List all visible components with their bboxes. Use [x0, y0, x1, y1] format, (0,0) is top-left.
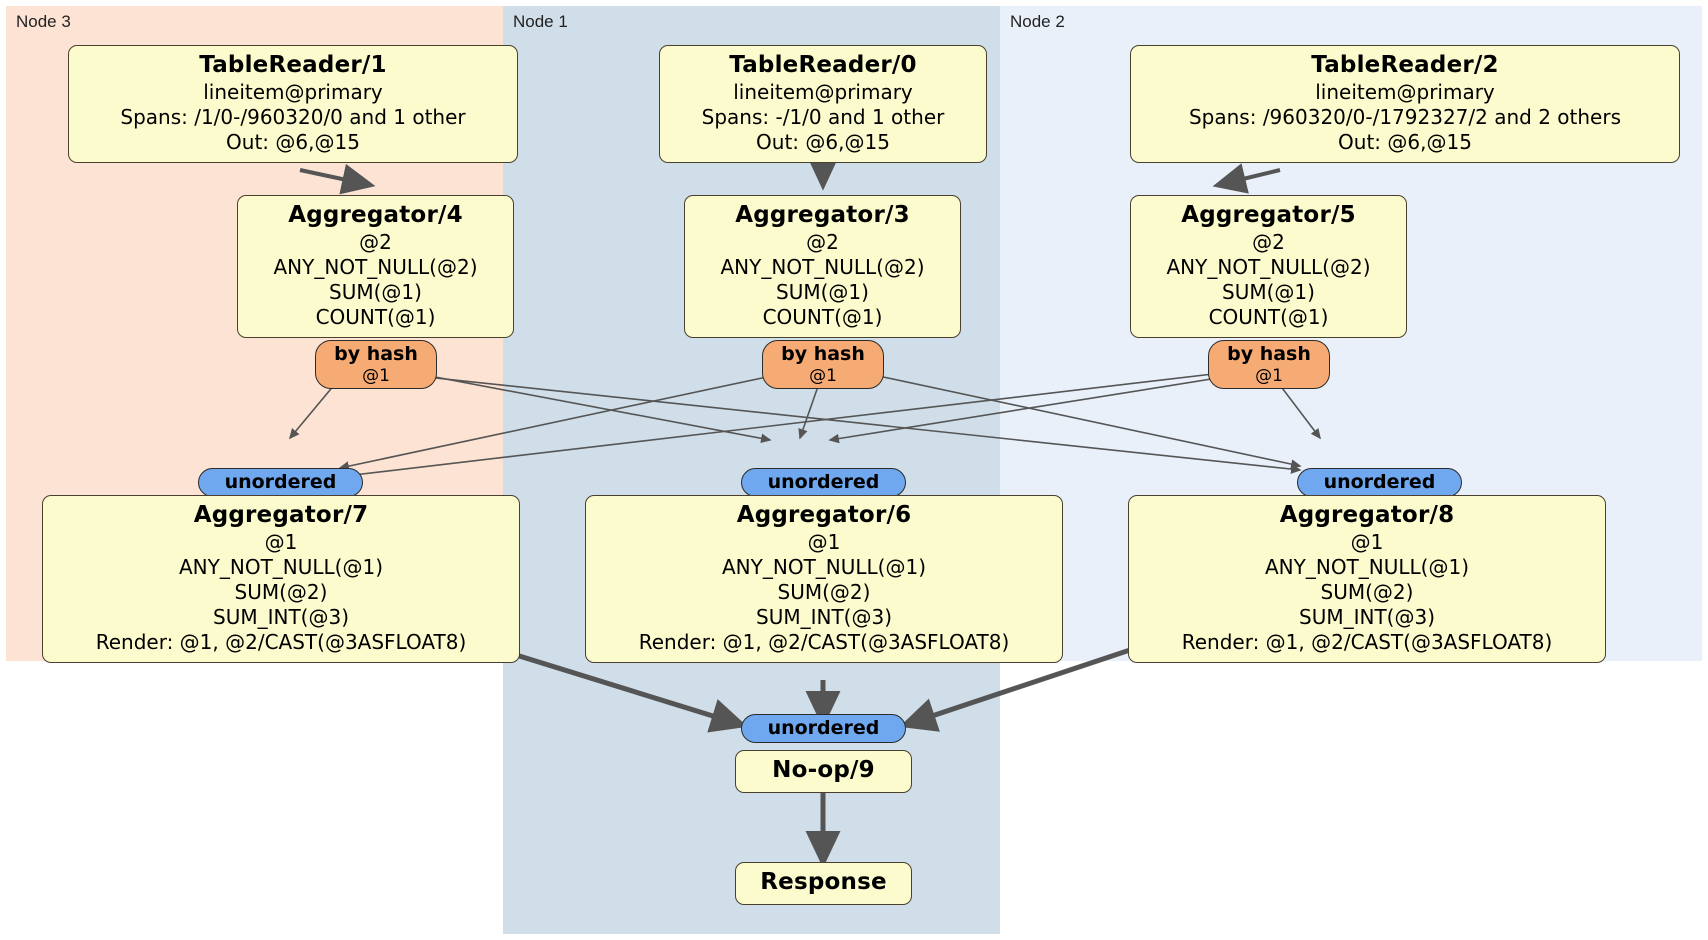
- processor-line: SUM_INT(@3): [1299, 605, 1435, 629]
- processor-line: Spans: /960320/0-/1792327/2 and 2 others: [1188, 105, 1621, 129]
- processor-line: Render: @1, @2/CAST(@3ASFLOAT8): [638, 630, 1010, 654]
- synchronizer-kind: unordered: [767, 471, 880, 493]
- processor-line: @2: [806, 230, 839, 254]
- synchronizer-kind: unordered: [1323, 471, 1436, 493]
- processor-line: SUM_INT(@3): [756, 605, 892, 629]
- router-by-hash-center[interactable]: by hash @1: [762, 340, 884, 389]
- processor-aggregator-3[interactable]: Aggregator/3 @2 ANY_NOT_NULL(@2) SUM(@1)…: [684, 195, 961, 338]
- processor-table-reader-1[interactable]: TableReader/1 lineitem@primary Spans: /1…: [68, 45, 518, 163]
- router-key: @1: [809, 366, 837, 386]
- node-label-node3: Node 3: [16, 12, 71, 31]
- processor-aggregator-4[interactable]: Aggregator/4 @2 ANY_NOT_NULL(@2) SUM(@1)…: [237, 195, 514, 338]
- synchronizer-unordered-center[interactable]: unordered: [741, 468, 906, 497]
- processor-title: Aggregator/5: [1181, 202, 1356, 228]
- processor-aggregator-7[interactable]: Aggregator/7 @1 ANY_NOT_NULL(@1) SUM(@2)…: [42, 495, 520, 663]
- processor-line: SUM_INT(@3): [213, 605, 349, 629]
- processor-title: No-op/9: [772, 757, 875, 783]
- synchronizer-unordered-left[interactable]: unordered: [198, 468, 363, 497]
- processor-response[interactable]: Response: [735, 862, 912, 905]
- router-kind: by hash: [334, 343, 418, 365]
- processor-line: Out: @6,@15: [756, 130, 890, 154]
- processor-line: ANY_NOT_NULL(@2): [720, 255, 925, 279]
- processor-line: SUM(@2): [234, 580, 328, 604]
- processor-line: SUM(@2): [777, 580, 871, 604]
- node-label-node2: Node 2: [1010, 12, 1065, 31]
- processor-line: SUM(@2): [1320, 580, 1414, 604]
- processor-line: lineitem@primary: [203, 80, 383, 104]
- processor-aggregator-8[interactable]: Aggregator/8 @1 ANY_NOT_NULL(@1) SUM(@2)…: [1128, 495, 1606, 663]
- processor-aggregator-5[interactable]: Aggregator/5 @2 ANY_NOT_NULL(@2) SUM(@1)…: [1130, 195, 1407, 338]
- processor-title: Aggregator/4: [288, 202, 463, 228]
- processor-title: Aggregator/7: [193, 502, 369, 528]
- processor-title: TableReader/0: [729, 52, 917, 78]
- processor-line: COUNT(@1): [762, 305, 883, 329]
- processor-title: TableReader/1: [199, 52, 387, 78]
- router-key: @1: [362, 366, 390, 386]
- synchronizer-unordered-right[interactable]: unordered: [1297, 468, 1462, 497]
- processor-line: Out: @6,@15: [226, 130, 360, 154]
- synchronizer-kind: unordered: [224, 471, 337, 493]
- processor-line: ANY_NOT_NULL(@2): [1166, 255, 1371, 279]
- processor-line: @2: [1252, 230, 1285, 254]
- synchronizer-unordered-final[interactable]: unordered: [741, 714, 906, 743]
- processor-line: ANY_NOT_NULL(@1): [1265, 555, 1469, 579]
- processor-line: Render: @1, @2/CAST(@3ASFLOAT8): [95, 630, 467, 654]
- processor-table-reader-2[interactable]: TableReader/2 lineitem@primary Spans: /9…: [1130, 45, 1680, 163]
- router-kind: by hash: [1227, 343, 1311, 365]
- processor-line: Spans: /1/0-/960320/0 and 1 other: [120, 105, 466, 129]
- processor-line: @2: [359, 230, 392, 254]
- processor-line: ANY_NOT_NULL(@2): [273, 255, 478, 279]
- processor-line: lineitem@primary: [1315, 80, 1495, 104]
- processor-table-reader-0[interactable]: TableReader/0 lineitem@primary Spans: -/…: [659, 45, 987, 163]
- router-by-hash-right[interactable]: by hash @1: [1208, 340, 1330, 389]
- processor-line: ANY_NOT_NULL(@1): [722, 555, 926, 579]
- processor-line: ANY_NOT_NULL(@1): [179, 555, 383, 579]
- processor-noop-9[interactable]: No-op/9: [735, 750, 912, 793]
- processor-title: Aggregator/8: [1279, 502, 1455, 528]
- processor-line: COUNT(@1): [1208, 305, 1329, 329]
- processor-line: Render: @1, @2/CAST(@3ASFLOAT8): [1181, 630, 1553, 654]
- processor-line: Out: @6,@15: [1338, 130, 1472, 154]
- processor-title: Aggregator/3: [735, 202, 910, 228]
- processor-title: Response: [760, 869, 887, 895]
- processor-line: @1: [807, 530, 841, 554]
- processor-line: lineitem@primary: [733, 80, 913, 104]
- processor-line: @1: [1350, 530, 1384, 554]
- processor-line: @1: [264, 530, 298, 554]
- node-label-node1: Node 1: [513, 12, 568, 31]
- processor-line: Spans: -/1/0 and 1 other: [701, 105, 945, 129]
- processor-line: SUM(@1): [329, 280, 422, 304]
- processor-title: Aggregator/6: [736, 502, 912, 528]
- processor-line: COUNT(@1): [315, 305, 436, 329]
- router-by-hash-left[interactable]: by hash @1: [315, 340, 437, 389]
- processor-line: SUM(@1): [1222, 280, 1315, 304]
- processor-title: TableReader/2: [1311, 52, 1499, 78]
- router-kind: by hash: [781, 343, 865, 365]
- processor-line: SUM(@1): [776, 280, 869, 304]
- synchronizer-kind: unordered: [767, 717, 880, 739]
- processor-aggregator-6[interactable]: Aggregator/6 @1 ANY_NOT_NULL(@1) SUM(@2)…: [585, 495, 1063, 663]
- router-key: @1: [1255, 366, 1283, 386]
